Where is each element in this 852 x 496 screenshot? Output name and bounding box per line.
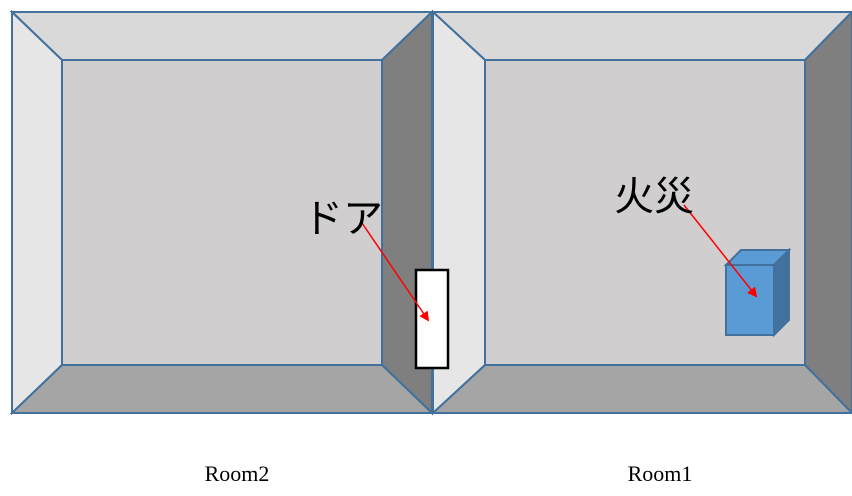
fire-arrow: [683, 204, 758, 298]
room2-back-wall: [61, 59, 383, 366]
room2-bottom-face: [9, 364, 435, 414]
fire-box-side: [773, 247, 790, 338]
room1-top-face: [430, 11, 852, 61]
fire-box-front: [725, 264, 775, 336]
door: [414, 268, 450, 370]
room1: [430, 9, 852, 416]
room2-left-face: [11, 9, 63, 416]
room1-right-face: [804, 10, 852, 415]
room1-label: Room1: [628, 461, 693, 486]
fire-label: 火災: [614, 174, 694, 220]
door-arrow: [361, 222, 430, 322]
room2-label: Room2: [205, 461, 270, 486]
room2-top-face: [9, 11, 435, 61]
room2: [9, 9, 435, 416]
room1-bottom-face: [430, 364, 852, 414]
door-label: ドア: [303, 196, 383, 242]
fire-box: [723, 247, 792, 338]
